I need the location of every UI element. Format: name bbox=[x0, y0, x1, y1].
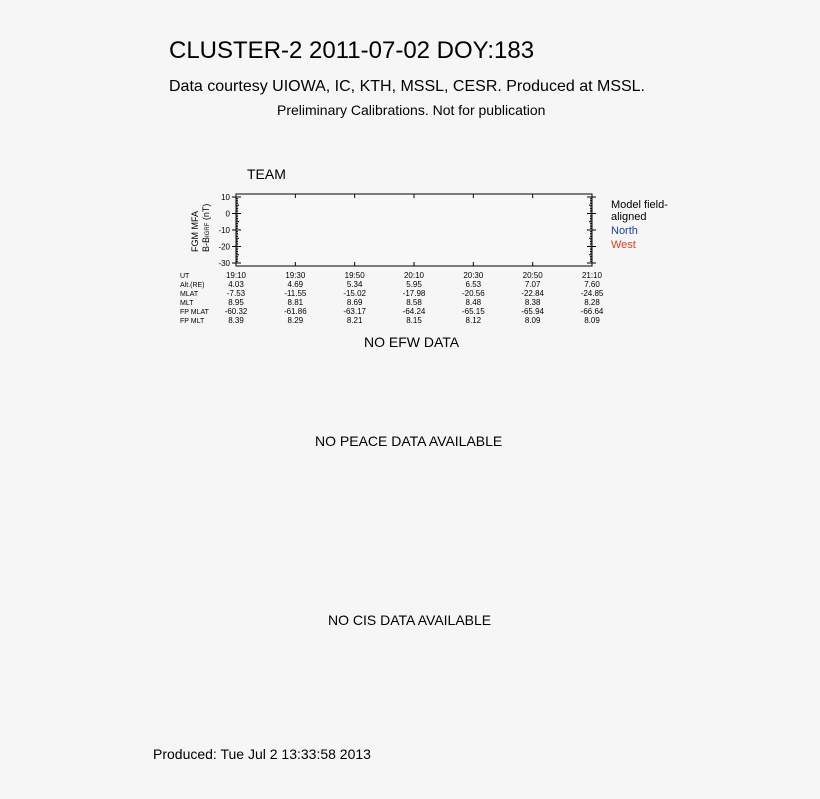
ephemeris-row-label: FP MLT bbox=[180, 318, 205, 325]
y-tick-label: -10 bbox=[218, 226, 230, 235]
legend-entry: aligned bbox=[611, 211, 647, 223]
ephemeris-value: 8.21 bbox=[346, 316, 363, 325]
ephemeris-value: -65.15 bbox=[461, 307, 485, 316]
ephemeris-value: -66.64 bbox=[580, 307, 604, 316]
ephemeris-value: 8.69 bbox=[346, 298, 363, 307]
y-tick-label: 0 bbox=[226, 210, 231, 219]
ephemeris-value: 8.29 bbox=[287, 316, 304, 325]
y-tick-label: -20 bbox=[218, 243, 230, 252]
ephemeris-value: 8.38 bbox=[524, 298, 541, 307]
ephemeris-value: 8.95 bbox=[228, 298, 244, 307]
ephemeris-value: -63.17 bbox=[343, 307, 366, 316]
y-label-b: B-B bbox=[201, 236, 211, 252]
no-peace-message: NO PEACE DATA AVAILABLE bbox=[315, 433, 503, 449]
ephemeris-value: 8.39 bbox=[228, 316, 244, 325]
ephemeris-value: 4.69 bbox=[287, 280, 304, 289]
ephemeris-value: 8.58 bbox=[406, 298, 422, 307]
ephemeris-value: 8.12 bbox=[465, 316, 482, 325]
y-label-sub: IGRF bbox=[205, 222, 211, 237]
chart-title: TEAM bbox=[247, 166, 286, 182]
ephemeris-value: 21:10 bbox=[581, 271, 603, 280]
ephemeris-value: 20:50 bbox=[522, 271, 543, 280]
ephemeris-value: 19:30 bbox=[285, 271, 306, 280]
ephemeris-value: -11.55 bbox=[284, 289, 307, 298]
ephemeris-value: -64.24 bbox=[402, 307, 426, 316]
ephemeris-value: 8.48 bbox=[465, 298, 482, 307]
ephemeris-value: 8.28 bbox=[584, 298, 600, 307]
legend-entry: West bbox=[611, 239, 636, 251]
page-title: CLUSTER-2 2011-07-02 DOY:183 bbox=[169, 37, 535, 64]
ephemeris-value: -20.56 bbox=[461, 289, 485, 298]
ephemeris-value: 7.07 bbox=[524, 280, 541, 289]
courtesy-text: Data courtesy UIOWA, IC, KTH, MSSL, CESR… bbox=[169, 78, 645, 95]
ephemeris-row-label: UT bbox=[180, 273, 190, 280]
ephemeris-value: 8.81 bbox=[287, 298, 304, 307]
ephemeris-value: 19:10 bbox=[225, 271, 247, 280]
ephemeris-value: -24.85 bbox=[580, 289, 604, 298]
ephemeris-value: -65.94 bbox=[521, 307, 544, 316]
plot-frame bbox=[235, 193, 593, 267]
legend-entry: North bbox=[611, 225, 638, 237]
y-axis-label: FGM MFA B-BIGRF (nT) bbox=[190, 204, 214, 252]
ephemeris-value: -7.53 bbox=[226, 289, 246, 298]
ephemeris-value: 4.03 bbox=[228, 280, 244, 289]
ephemeris-row-label: MLAT bbox=[180, 291, 199, 298]
fgm-plot: 10 0 -10 -20 -30 bbox=[218, 193, 596, 268]
ephemeris-row-labels: UT Alt.(RE) MLAT MLT FP MLAT FP MLT bbox=[180, 272, 209, 326]
ephemeris-value: -60.32 bbox=[224, 307, 248, 316]
no-cis-message: NO CIS DATA AVAILABLE bbox=[328, 612, 492, 628]
ephemeris-value: 6.53 bbox=[465, 280, 482, 289]
ephemeris-value: 8.09 bbox=[584, 316, 600, 325]
ephemeris-value: -61.86 bbox=[283, 307, 307, 316]
y-tick-label: 10 bbox=[221, 193, 230, 202]
ephemeris-value: -17.98 bbox=[402, 289, 426, 298]
ephemeris-value: 5.95 bbox=[406, 280, 422, 289]
ephemeris-value: 19:50 bbox=[344, 271, 365, 280]
y-label-unit: (nT) bbox=[201, 203, 211, 221]
preliminary-note: Preliminary Calibrations. Not for public… bbox=[277, 102, 546, 118]
ephemeris-row-label: MLT bbox=[180, 300, 194, 307]
ephemeris-value: 20:10 bbox=[403, 271, 425, 280]
produced-footer: Produced: Tue Jul 2 13:33:58 2013 bbox=[153, 746, 371, 762]
ephemeris-value: 8.09 bbox=[524, 316, 541, 325]
ephemeris-row-label: FP MLAT bbox=[180, 309, 209, 316]
ephemeris-value: -15.02 bbox=[343, 289, 366, 298]
legend-entry: Model field- bbox=[611, 199, 668, 211]
ephemeris-value: 8.15 bbox=[406, 316, 422, 325]
y-tick-label: -30 bbox=[218, 259, 230, 268]
ephemeris-value: 20:30 bbox=[463, 271, 484, 280]
y-axis-label-line2: B-BIGRF (nT) bbox=[201, 204, 214, 252]
ephemeris-value: -22.84 bbox=[521, 289, 544, 298]
no-efw-message: NO EFW DATA bbox=[364, 334, 460, 350]
ephemeris-value: 5.34 bbox=[346, 280, 363, 289]
y-axis-label-line1: FGM MFA bbox=[190, 211, 200, 252]
ephemeris-value: 7.60 bbox=[584, 280, 600, 289]
ephemeris-row-label: Alt.(RE) bbox=[180, 282, 205, 289]
